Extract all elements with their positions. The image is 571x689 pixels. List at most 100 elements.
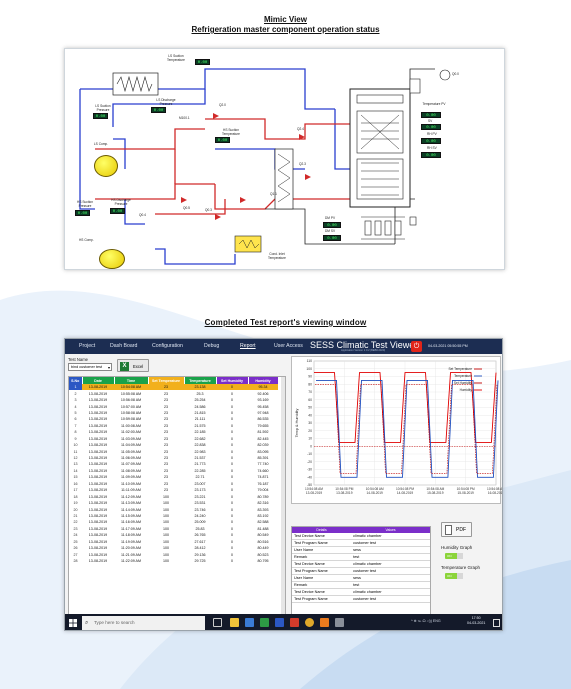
file-explorer-icon[interactable] (230, 618, 239, 627)
table-cell: 13-08-2019 (82, 384, 114, 391)
label-hs-comp: HS Comp. (79, 238, 94, 242)
y-tick-label: 60 (308, 398, 312, 402)
table-cell: 23.221 (194, 494, 206, 499)
table-cell: 86.535 (257, 417, 269, 422)
table-cell: 13-08-2019 (88, 559, 108, 564)
table-cell: 18 (73, 494, 78, 499)
table-cell: 82.445 (257, 436, 269, 441)
excel-button[interactable]: X Excel (117, 359, 149, 372)
x-tick-label: 10:54:08 PM (457, 487, 475, 491)
details-key: Test Device Name (294, 562, 325, 566)
taskbar-clock[interactable]: 17:50 04-03-2021 (467, 616, 485, 626)
test-name-select[interactable]: bind customer test ▾ (68, 363, 112, 371)
chrome-icon[interactable] (305, 618, 314, 627)
table-cell: 11:20:09 AM (121, 546, 141, 551)
table-col-header: S.No (69, 377, 83, 384)
table-cell: 0 (231, 533, 233, 538)
nav-debug[interactable]: Debug (204, 343, 220, 349)
table-cell: 13-08-2019 (88, 520, 108, 525)
table-scrollbar[interactable] (281, 377, 285, 621)
app-icon-red[interactable] (290, 618, 299, 627)
task-view-icon[interactable] (213, 618, 222, 627)
label-ls-comp: LS Comp. (93, 142, 109, 146)
table-cell: 0 (231, 404, 233, 409)
table-cell: 13-08-2019 (88, 546, 108, 551)
nav-report[interactable]: Report (240, 343, 256, 349)
readout-rh-pv: 0.00 (421, 138, 441, 144)
windows-start-icon[interactable] (69, 619, 77, 627)
table-cell: 80.789 (257, 494, 269, 499)
store-icon[interactable] (245, 618, 254, 627)
details-value: climatic chamber (353, 590, 382, 594)
details-key: Test Program Name (294, 597, 328, 601)
label-q1-1: Q1.1 (270, 192, 277, 196)
x-tick-label: 10:54:08 AM (426, 487, 444, 491)
taskbar-search[interactable]: ⌕ Type here to search (82, 616, 205, 630)
system-tray[interactable]: ^ ⊕ ℡ ☊ ◁)) ENG (411, 619, 441, 623)
table-cell: 23 (164, 488, 168, 493)
readout-temperature-pv: 0.00 (421, 112, 441, 118)
table-cell: 13-08-2019 (88, 410, 108, 415)
table-cell: 26 (73, 546, 78, 551)
table-cell: 8 (74, 430, 77, 435)
app-icon-orange[interactable] (320, 618, 329, 627)
app-icon-grey[interactable] (335, 618, 344, 627)
y-tick-label: 40 (308, 413, 312, 417)
table-cell: 27 (73, 552, 78, 557)
app-icon-blue[interactable] (275, 618, 284, 627)
temperature-graph-toggle[interactable]: ON (445, 573, 463, 579)
app-icon-green[interactable] (260, 618, 269, 627)
table-cell: 11:18:09 AM (121, 533, 141, 538)
nav-project[interactable]: Project (79, 343, 96, 349)
table-cell: 23 (164, 481, 168, 486)
nav-dashboard[interactable]: Dash Board (110, 343, 138, 349)
table-cell: 100 (163, 546, 169, 551)
nav-configuration[interactable]: Configuration (152, 343, 183, 349)
table-cell: 3 (74, 398, 77, 403)
table-cell: 7 (74, 423, 77, 428)
table-cell: 82.588 (257, 520, 269, 525)
table-cell: 95.34 (248, 384, 278, 391)
table-cell: 85.391 (257, 456, 269, 461)
legend-label: Humidity (460, 388, 473, 392)
humidity-graph-toggle[interactable]: ON (445, 553, 463, 559)
power-button[interactable]: ⏻ (411, 340, 422, 352)
label-sv: SV (428, 119, 433, 123)
table-cell: 80.449 (257, 546, 269, 551)
pdf-button[interactable]: PDF (441, 522, 472, 537)
nav-user-access[interactable]: User Access (274, 343, 303, 349)
table-cell: 23.138 (184, 384, 216, 391)
table-cell: 23 (148, 384, 184, 391)
notifications-icon[interactable] (493, 619, 500, 627)
set-temperature-series-line (315, 383, 498, 474)
